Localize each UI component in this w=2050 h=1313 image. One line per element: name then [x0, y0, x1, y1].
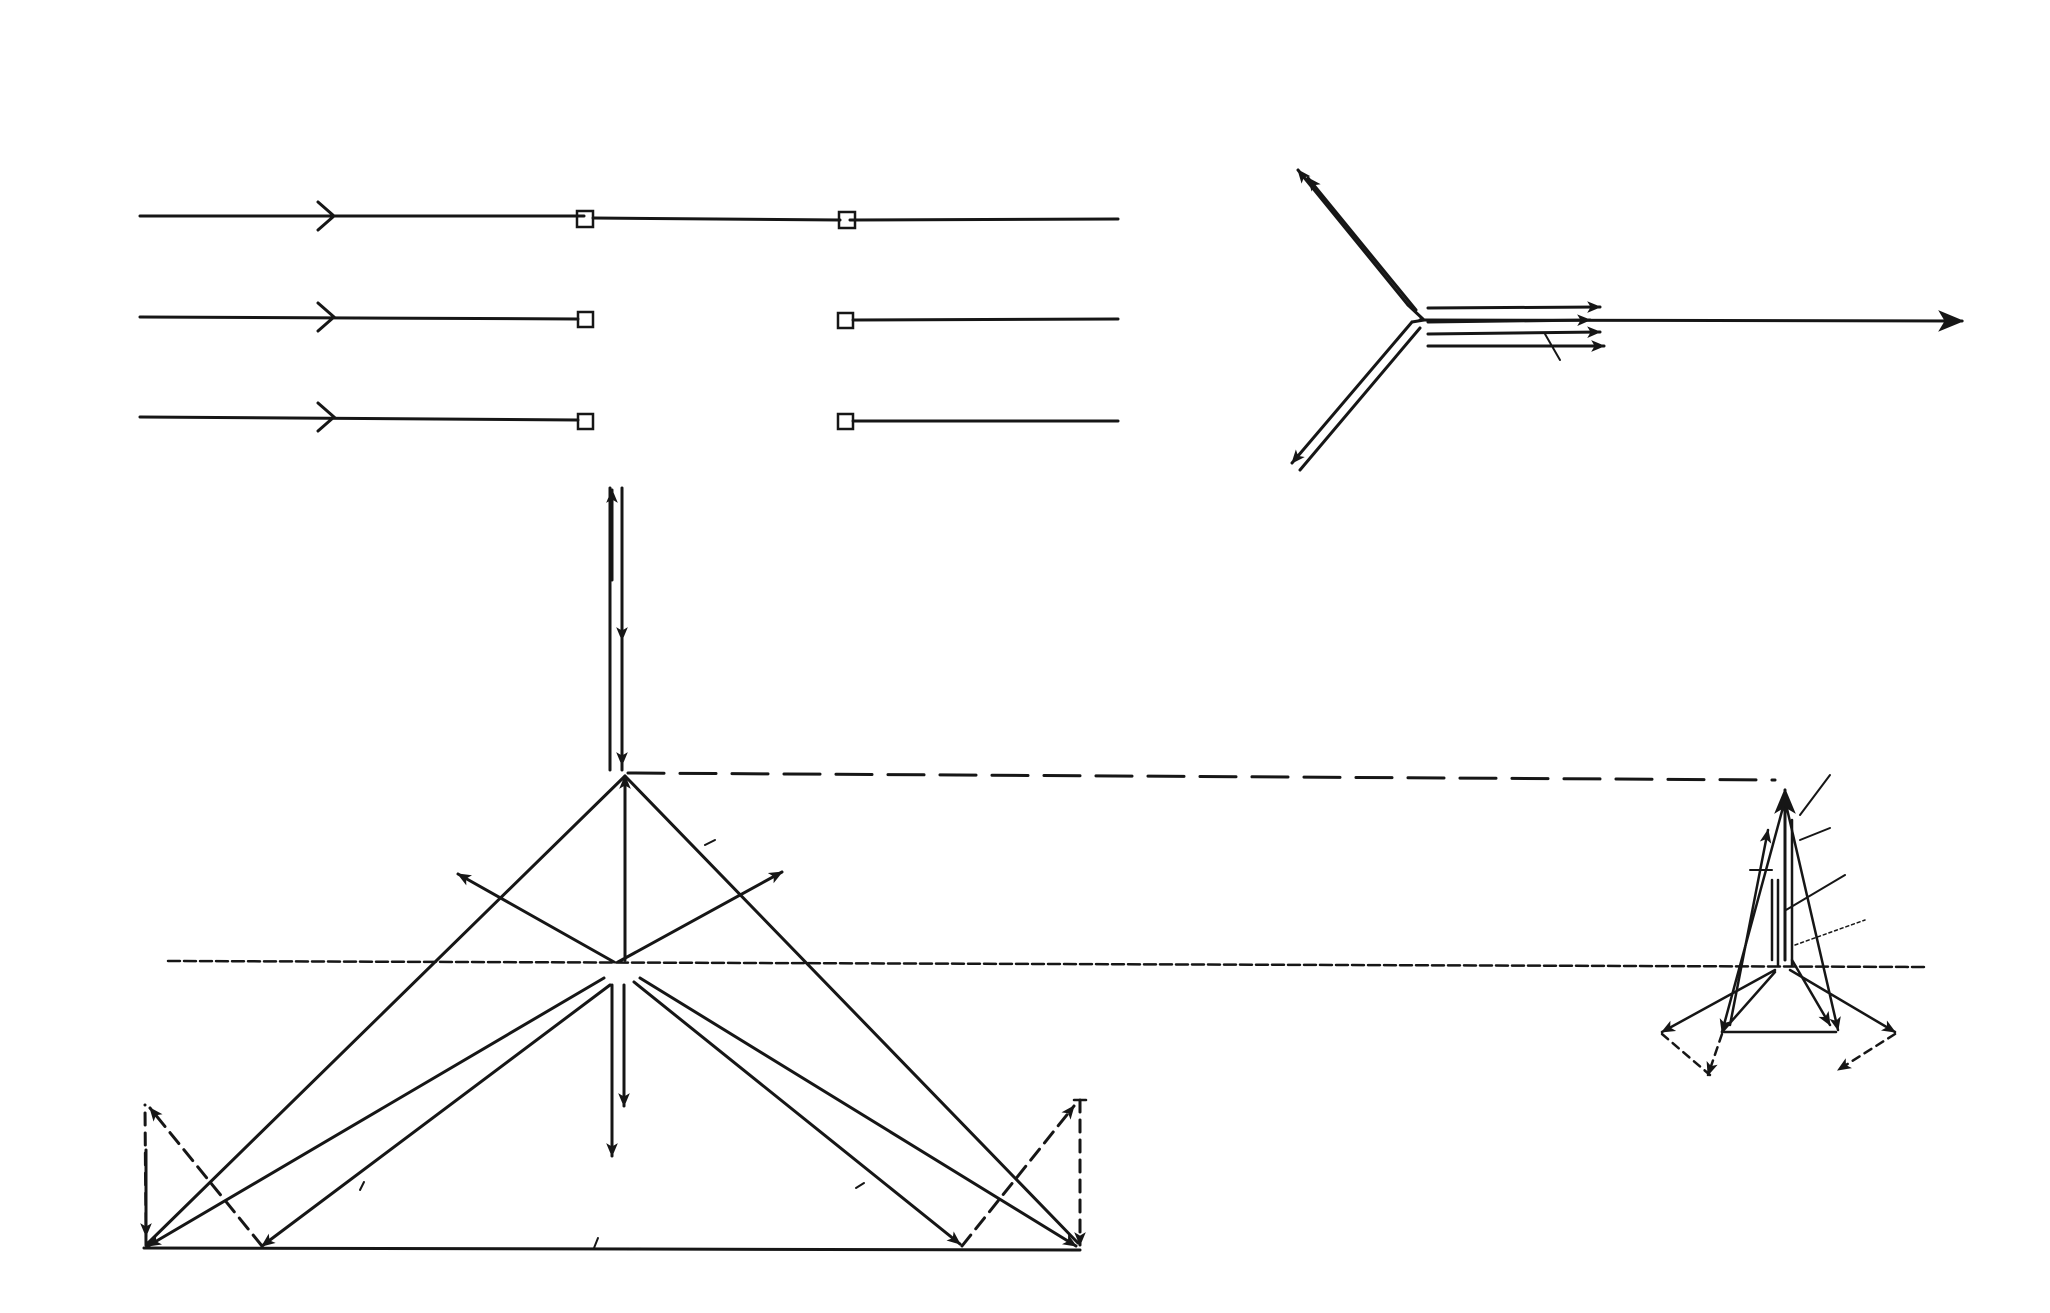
- small-annotation-line-1: [1799, 774, 1831, 816]
- terminal-middle-left: [576, 310, 595, 329]
- right-dashed-diagonal: [960, 1104, 1076, 1248]
- center-up-left-arrow: [456, 872, 616, 964]
- wire-middle-right: [851, 317, 1120, 322]
- terminal-middle-right: [836, 311, 855, 330]
- small-annotation-line-2: [1799, 827, 1831, 841]
- small-dashed-left: [1660, 1032, 1712, 1077]
- wire-top-middle: [591, 216, 842, 222]
- terminal-bottom-right: [836, 412, 855, 431]
- bundle-line-3: [1426, 326, 1602, 338]
- center-to-left-inner: [260, 983, 612, 1248]
- small-annotation-line-3: [1785, 874, 1846, 911]
- stray-mark-1: [704, 839, 716, 846]
- terminal-top-left: [575, 209, 595, 229]
- lower-arm-inner: [1298, 326, 1422, 472]
- wire-bottom-left: [138, 415, 580, 422]
- center-to-right-inner: [632, 980, 962, 1246]
- apex-to-left-corner: [144, 774, 627, 1247]
- small-dashed-left-down: [1706, 1032, 1724, 1077]
- terminal-bottom-left: [576, 412, 595, 431]
- terminal-top-right: [837, 210, 857, 230]
- small-right-edge-2: [1790, 958, 1832, 1027]
- wire-top-right: [848, 217, 1120, 222]
- small-center-to-right: [1788, 968, 1897, 1034]
- upper-arm-inner: [1306, 176, 1418, 312]
- wire-bottom-direction-arrow: [316, 401, 337, 433]
- stray-mark-2: [359, 1181, 365, 1191]
- small-right-edge: [1783, 798, 1841, 1032]
- resultant-arrow: [1418, 310, 1965, 332]
- small-left-edge-2: [1728, 828, 1772, 1027]
- left-dashed-diagonal: [148, 1106, 264, 1248]
- small-dashed-right: [1836, 1032, 1897, 1072]
- force-triangle-panel: [140, 486, 1927, 1252]
- wire-middle-direction-arrow: [316, 301, 337, 333]
- junction-connector-upper: [1406, 303, 1426, 322]
- small-center-to-left-inner: [1720, 970, 1777, 1034]
- wire-middle-left: [138, 315, 580, 321]
- apex-to-right-corner: [623, 774, 1080, 1245]
- lower-arm-outer: [1290, 320, 1414, 465]
- small-center-to-left: [1660, 968, 1777, 1034]
- center-up-right-arrow: [616, 870, 784, 964]
- triangle-base: [142, 1246, 1082, 1252]
- apex-dashed-connector: [626, 771, 1777, 782]
- stray-mark-3: [593, 1237, 599, 1249]
- center-dashed-axis: [166, 959, 1927, 969]
- small-force-diagram-panel: [1660, 774, 1897, 1077]
- parallel-wires-panel: [138, 200, 1120, 433]
- wire-top-direction-arrow: [316, 200, 337, 232]
- small-annotation-line-4: [1794, 919, 1866, 946]
- center-to-right-corner: [638, 976, 1078, 1248]
- y-junction-panel: [1290, 168, 1965, 472]
- stray-mark-4: [855, 1182, 865, 1189]
- bundle-line-1: [1426, 301, 1602, 313]
- upper-arm-outer: [1296, 168, 1410, 307]
- bundle-tick: [1544, 333, 1561, 361]
